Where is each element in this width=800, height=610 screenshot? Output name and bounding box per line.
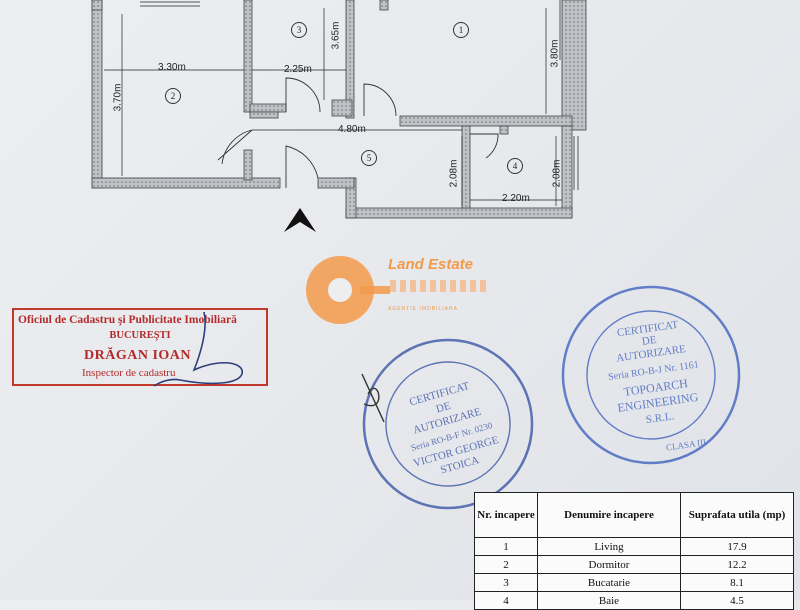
- agency-watermark: Land Estate AGENTIE IMOBILIARA: [300, 250, 520, 340]
- authorization-stamp-topoarch: CERTIFICAT DE AUTORIZARE Seria RO-B-J Nr…: [561, 285, 741, 465]
- table-cell: 8.1: [680, 573, 794, 592]
- table-cell: 1: [474, 537, 538, 556]
- dim-label: 3.70m: [112, 83, 124, 112]
- table-header: Suprafata utila (mp): [680, 492, 794, 538]
- dimension-lines: [104, 8, 562, 206]
- watermark-bar: [390, 280, 490, 292]
- table-cell: 17.9: [680, 537, 794, 556]
- cadastre-office-stamp: Oficiul de Cadastru şi Publicitate Imobi…: [12, 308, 268, 386]
- stamp-office-name: Oficiul de Cadastru şi Publicitate Imobi…: [18, 314, 237, 326]
- table-header: Denumire incapere: [537, 492, 681, 538]
- table-cell: 12.2: [680, 555, 794, 574]
- room-number-1: 1: [453, 22, 469, 38]
- stamp-city: BUCUREŞTI: [109, 330, 171, 341]
- floor-plan: 3.30m 3.70m 2.25m 3.65m 4.80m 3.80m 2.08…: [0, 0, 800, 260]
- room-number-4: 4: [507, 158, 523, 174]
- dim-label: 3.80m: [549, 39, 561, 68]
- table-cell: Baie: [537, 591, 681, 610]
- table-cell: 2: [474, 555, 538, 574]
- table-cell: Dormitor: [537, 555, 681, 574]
- key-logo-icon: [306, 256, 390, 324]
- authorization-stamp-victor: CERTIFICAT DE AUTORIZARE Seria RO-B-F Nr…: [361, 338, 534, 510]
- dim-label: 3.30m: [158, 62, 186, 73]
- dim-label: 4.80m: [338, 124, 366, 135]
- table-cell: 4: [474, 591, 538, 610]
- dim-label: 3.65m: [330, 21, 342, 50]
- table-row: 2 Dormitor 12.2: [474, 555, 794, 574]
- windows: [140, 0, 579, 190]
- stamp-line: S.R.L.: [645, 410, 675, 426]
- dim-label: 2.08m: [448, 159, 460, 188]
- stamp-inspector-role: Inspector de cadastru: [82, 367, 176, 379]
- stamp-line: DE: [435, 400, 453, 416]
- north-arrow-icon: [284, 208, 316, 232]
- table-header-row: Nr. incapere Denumire incapere Suprafata…: [474, 492, 794, 538]
- walls: [91, 0, 587, 219]
- table-row: 3 Bucatarie 8.1: [474, 573, 794, 592]
- stamp-inspector-name: DRĂGAN IOAN: [84, 348, 191, 363]
- dim-label: 2.08m: [551, 159, 563, 188]
- watermark-brand: Land Estate: [388, 256, 474, 273]
- watermark-subtitle: AGENTIE IMOBILIARA: [388, 306, 458, 312]
- room-area-table: Nr. incapere Denumire incapere Suprafata…: [474, 492, 794, 610]
- room-number-5: 5: [361, 150, 377, 166]
- floor-plan-drawing: [91, 0, 587, 232]
- table-cell: 3: [474, 573, 538, 592]
- table-cell: Living: [537, 537, 681, 556]
- stamp-line: CLASA III: [665, 437, 706, 453]
- table-row: 4 Baie 4.5: [474, 591, 794, 610]
- stamp-line: DE: [641, 334, 657, 348]
- table-cell: 4.5: [680, 591, 794, 610]
- dim-label: 2.25m: [284, 64, 312, 75]
- table-header: Nr. incapere: [474, 492, 538, 538]
- handwritten-signature: [153, 311, 243, 387]
- table-row: 1 Living 17.9: [474, 537, 794, 556]
- room-number-3: 3: [291, 22, 307, 38]
- dim-label: 2.20m: [502, 193, 530, 204]
- doors: [217, 77, 499, 188]
- table-cell: Bucatarie: [537, 573, 681, 592]
- room-number-2: 2: [165, 88, 181, 104]
